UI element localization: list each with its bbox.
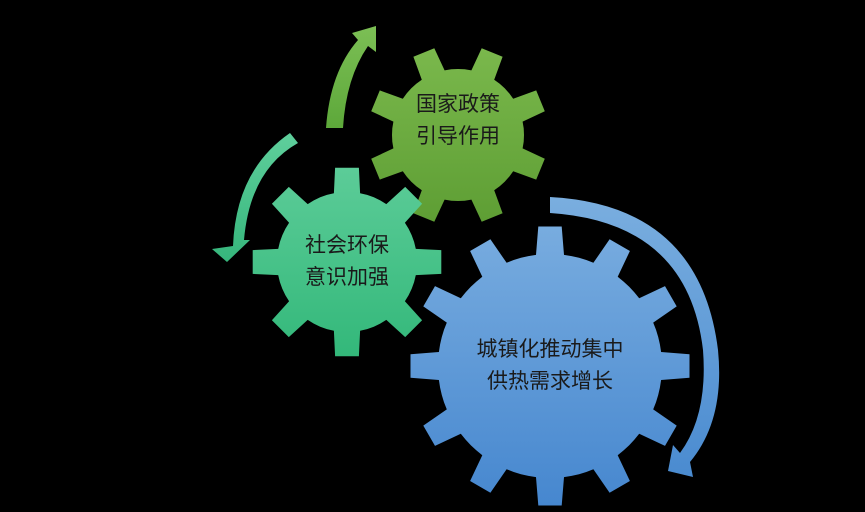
policy-gear-label: 国家政策 引导作用 xyxy=(398,88,518,152)
environment-gear-icon xyxy=(252,167,442,357)
urbanization-line-2: 供热需求增长 xyxy=(487,369,613,393)
teal-arrow-icon xyxy=(212,133,298,262)
policy-line-2: 引导作用 xyxy=(416,124,500,148)
policy-gear-icon xyxy=(371,48,545,222)
environment-line-2: 意识加强 xyxy=(305,265,389,289)
urbanization-line-1: 城镇化推动集中 xyxy=(476,337,624,361)
blue-arrow-icon xyxy=(550,197,720,477)
urbanization-gear-label: 城镇化推动集中 供热需求增长 xyxy=(450,333,650,397)
urbanization-gear-icon xyxy=(410,226,690,506)
environment-gear-label: 社会环保 意识加强 xyxy=(287,229,407,293)
green-arrow-icon xyxy=(326,26,376,128)
policy-line-1: 国家政策 xyxy=(416,92,500,116)
environment-line-1: 社会环保 xyxy=(305,233,389,257)
